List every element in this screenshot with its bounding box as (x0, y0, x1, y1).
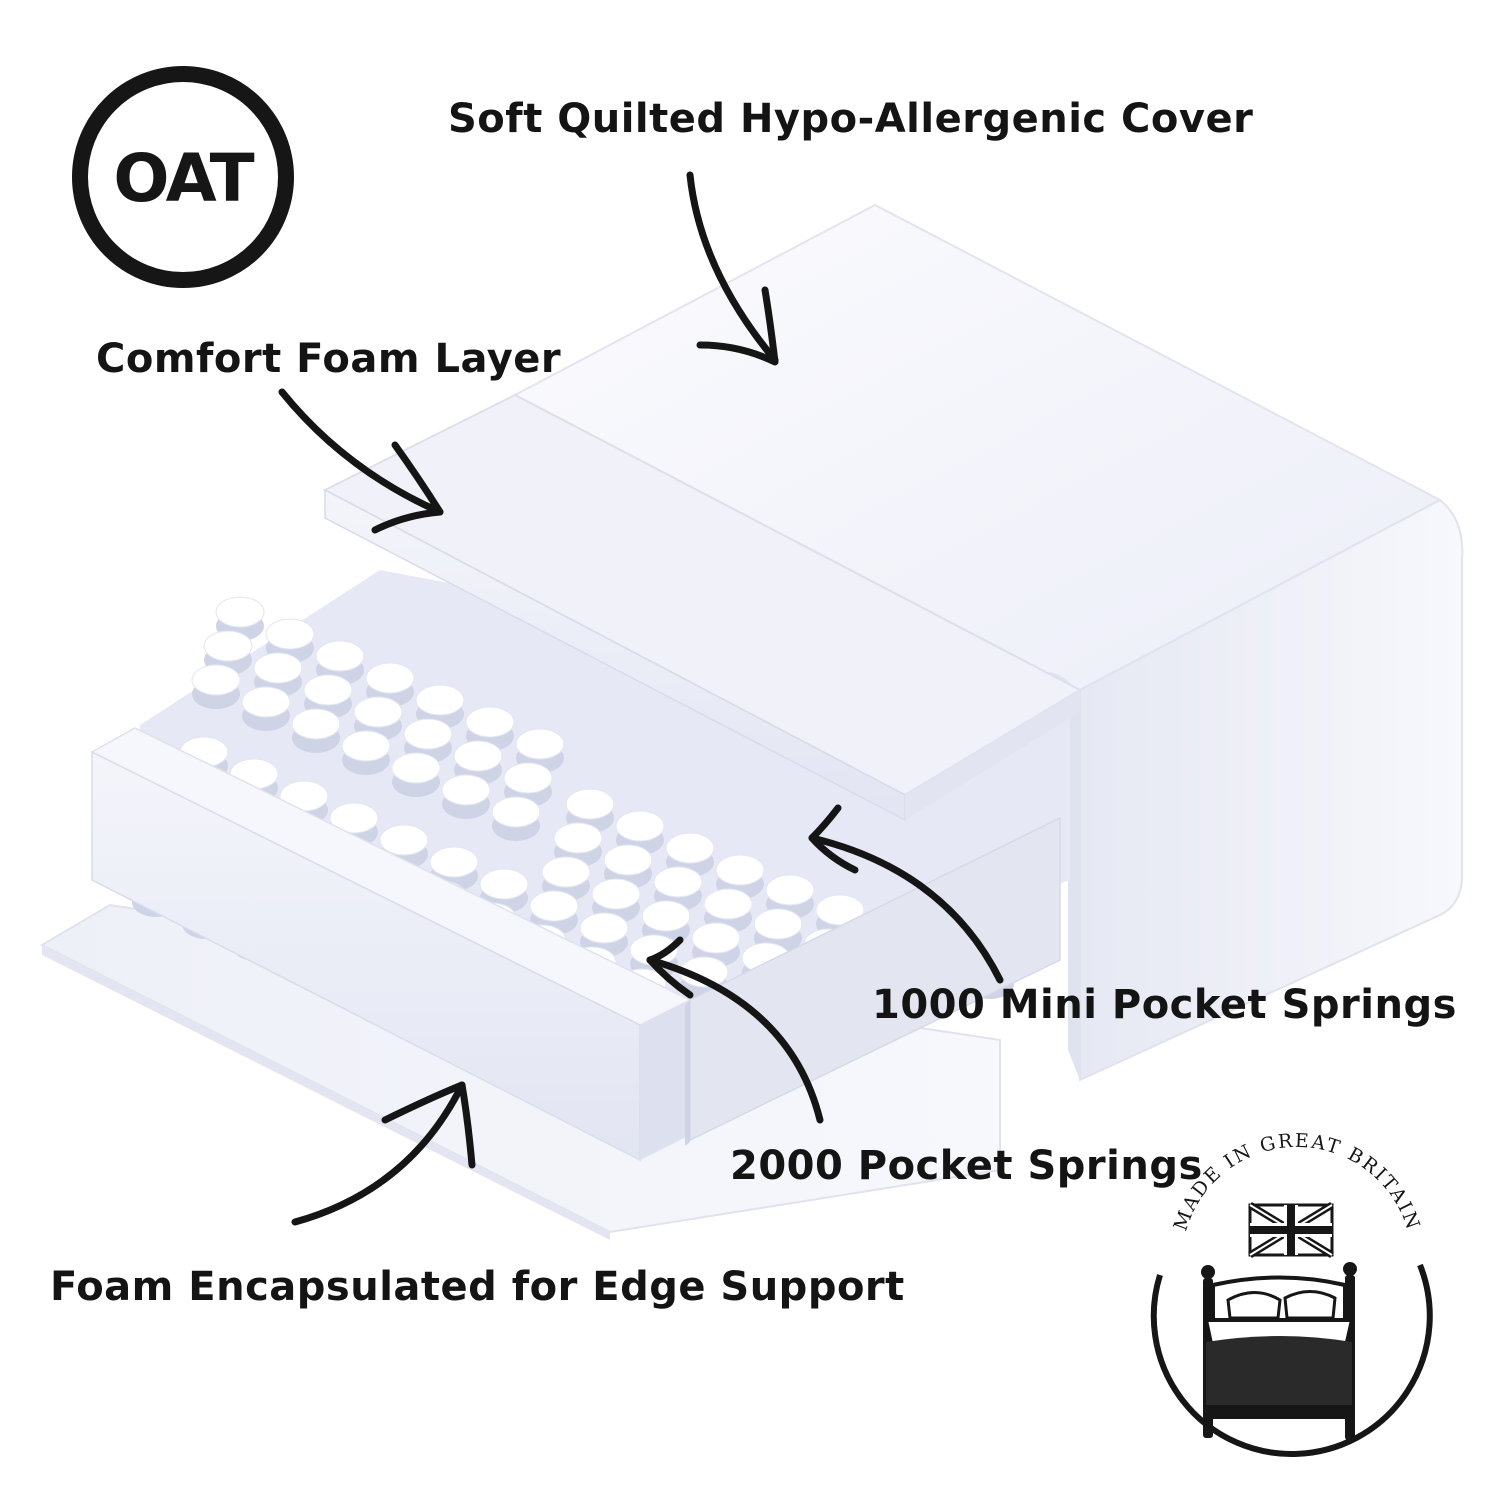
pocket-spring (654, 867, 702, 897)
pocket-spring (216, 597, 264, 627)
pocket-spring (542, 857, 590, 887)
pocket-spring (580, 913, 628, 943)
pocket-spring (704, 889, 752, 919)
pocket-spring (354, 697, 402, 727)
callout-comfort-foam: Comfort Foam Layer (96, 336, 561, 382)
callout-cover: Soft Quilted Hypo-Allergenic Cover (448, 96, 1253, 142)
pocket-spring (466, 707, 514, 737)
bed-icon (1201, 1262, 1357, 1440)
pocket-spring (242, 687, 290, 717)
union-flag-icon (1250, 1205, 1332, 1255)
pocket-spring (266, 619, 314, 649)
pocket-spring (404, 719, 452, 749)
pocket-spring (304, 675, 352, 705)
pocket-spring (716, 855, 764, 885)
callout-edge-support: Foam Encapsulated for Edge Support (50, 1264, 905, 1310)
callout-mini-springs: 1000 Mini Pocket Springs (872, 982, 1457, 1028)
pocket-spring (504, 763, 552, 793)
callout-pocket-springs: 2000 Pocket Springs (730, 1143, 1203, 1189)
pocket-spring (380, 825, 428, 855)
pocket-spring (442, 775, 490, 805)
pocket-spring (416, 685, 464, 715)
pocket-spring (492, 797, 540, 827)
pocket-spring (566, 789, 614, 819)
pocket-spring (592, 879, 640, 909)
pocket-spring (530, 891, 578, 921)
pocket-spring (604, 845, 652, 875)
pocket-spring (454, 741, 502, 771)
pocket-spring (480, 869, 528, 899)
pocket-spring (254, 653, 302, 683)
pocket-spring (516, 729, 564, 759)
pocket-spring (430, 847, 478, 877)
pocket-spring (204, 631, 252, 661)
pocket-spring (192, 665, 240, 695)
pocket-spring (366, 663, 414, 693)
pocket-spring (392, 753, 440, 783)
oat-logo: OAT (72, 78, 294, 278)
pocket-spring (666, 833, 714, 863)
pocket-spring (342, 731, 390, 761)
pocket-spring (754, 909, 802, 939)
pocket-spring (316, 641, 364, 671)
pocket-spring (692, 923, 740, 953)
pocket-spring (616, 811, 664, 841)
pocket-spring (554, 823, 602, 853)
pocket-spring (766, 875, 814, 905)
pocket-spring (642, 901, 690, 931)
pocket-spring (292, 709, 340, 739)
